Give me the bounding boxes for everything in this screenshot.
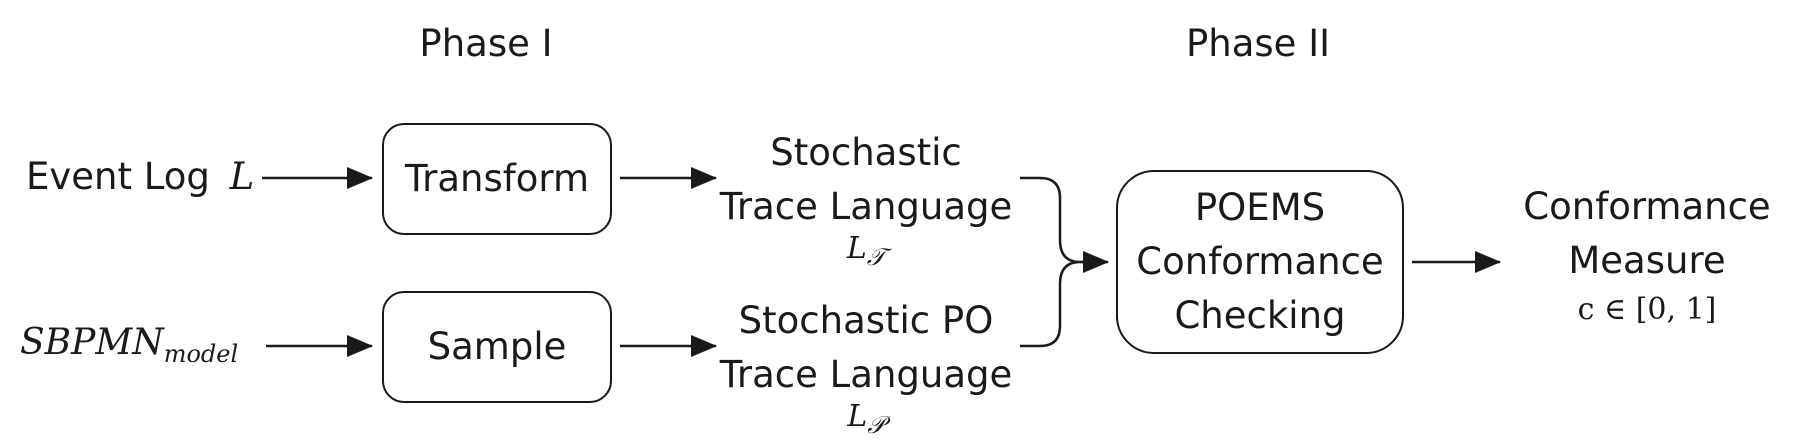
poems-box: POEMS Conformance Checking xyxy=(1116,170,1404,354)
event-log-label: Event Log xyxy=(26,155,210,198)
spo-line-2: Trace Language xyxy=(719,353,1013,396)
spo-line-1: Stochastic PO xyxy=(738,299,994,342)
poems-line-2: Conformance xyxy=(1136,240,1384,283)
output-line-1: Conformance xyxy=(1523,185,1771,228)
output-line-2: Measure xyxy=(1568,239,1726,282)
transform-box: Transform xyxy=(382,123,612,235)
event-log-symbol: L xyxy=(229,155,255,198)
sample-box: Sample xyxy=(382,291,612,403)
phase-2-heading: Phase II xyxy=(1185,22,1331,65)
spo-symbol: L xyxy=(847,399,868,434)
merge-bracket xyxy=(1020,176,1086,348)
sample-label: Sample xyxy=(427,325,567,368)
event-log-input: Event Log L xyxy=(26,155,254,198)
stochastic-po-trace-language: Stochastic PO Trace Language L𝒫 xyxy=(718,294,1014,440)
spo-subscript: 𝒫 xyxy=(867,411,885,439)
stochastic-trace-language: Stochastic Trace Language L𝒯 xyxy=(718,126,1014,272)
poems-line-3: Checking xyxy=(1174,294,1346,337)
stl-line-1: Stochastic xyxy=(770,131,962,174)
stl-line-2: Trace Language xyxy=(719,185,1013,228)
output-formula: c ∈ [0, 1] xyxy=(1577,292,1717,327)
stl-symbol: L xyxy=(846,231,867,266)
model-input: SBPMNmodel xyxy=(20,322,238,368)
phase-1-heading: Phase I xyxy=(419,22,553,65)
conformance-measure-output: Conformance Measure c ∈ [0, 1] xyxy=(1508,180,1786,332)
model-symbol: SBPMN xyxy=(20,322,164,363)
poems-line-1: POEMS xyxy=(1194,186,1326,229)
model-subscript: model xyxy=(163,340,239,369)
stl-subscript: 𝒯 xyxy=(866,243,886,271)
transform-label: Transform xyxy=(404,157,590,200)
